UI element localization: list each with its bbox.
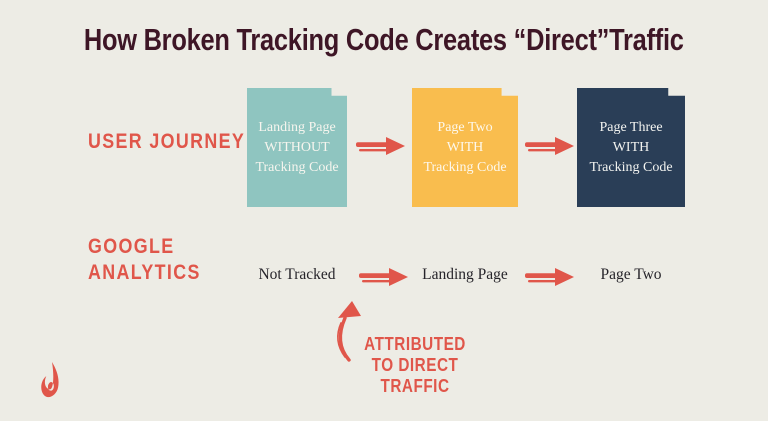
curved-up-arrow-icon: [337, 301, 361, 362]
journey-card-page-three: Page Three WITH Tracking Code: [577, 88, 685, 207]
right-arrow-icon: [356, 137, 405, 155]
ga-item-not-tracked: Not Tracked: [258, 266, 336, 283]
card-text-line: WITH: [446, 139, 484, 155]
google-analytics-label-line1: GOOGLE: [88, 235, 175, 258]
card-text-line: Tracking Code: [255, 159, 339, 175]
journey-card-page-two: Page Two WITH Tracking Code: [412, 88, 518, 207]
google-analytics-label: GOOGLE ANALYTICS: [88, 234, 201, 286]
ga-item-page-two: Page Two: [600, 266, 662, 283]
annotation-line: ATTRIBUTED: [364, 334, 466, 354]
page-title: How Broken Tracking Code Creates “Direct…: [84, 22, 684, 57]
title-wrap: How Broken Tracking Code Creates “Direct…: [0, 22, 768, 58]
user-journey-label: USER JOURNEY: [88, 129, 245, 155]
card-text-line: WITH: [612, 139, 650, 155]
card-text-line: WITHOUT: [264, 139, 330, 155]
google-analytics-label-line2: ANALYTICS: [88, 261, 201, 284]
card-text-line: Page Three: [599, 119, 663, 135]
card-text-line: Tracking Code: [423, 159, 507, 175]
annotation-line: TRAFFIC: [380, 376, 450, 396]
right-arrow-icon: [525, 137, 574, 155]
card-text-line: Tracking Code: [589, 159, 673, 175]
ga-item-landing-page: Landing Page: [422, 266, 508, 283]
journey-card-landing-page: Landing Page WITHOUT Tracking Code: [247, 88, 347, 207]
flame-logo-icon: [41, 362, 59, 398]
user-journey-label-text: USER JOURNEY: [88, 130, 246, 153]
card-text-line: Landing Page: [258, 119, 336, 135]
card-text-line: Page Two: [437, 119, 493, 135]
attributed-annotation: ATTRIBUTED TO DIRECT TRAFFIC: [356, 334, 475, 397]
right-arrow-icon: [525, 268, 574, 286]
annotation-line: TO DIRECT: [371, 355, 459, 375]
right-arrow-icon: [359, 268, 408, 286]
